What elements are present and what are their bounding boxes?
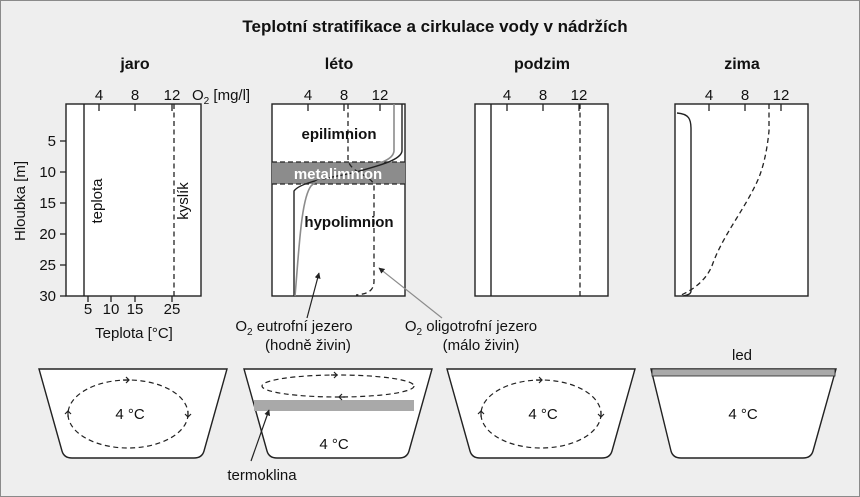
winter-temperature-curve: [676, 112, 692, 297]
summer-lake-basin: [243, 368, 433, 459]
season-summer: léto: [325, 56, 354, 73]
thermocline-band: [254, 400, 414, 411]
winter-lake-basin: [650, 368, 837, 459]
eutrophic-arrow: [306, 272, 321, 319]
ice-layer: [651, 368, 836, 377]
summer-lake-temp: 4 °C: [319, 436, 349, 453]
spring-o2-tick-12: 12: [164, 87, 181, 104]
season-spring: jaro: [119, 56, 150, 73]
autumn-o2-tick-12: 12: [571, 87, 588, 104]
winter-o2-tick-12: 12: [773, 87, 790, 104]
winter-o2-tick-8: 8: [741, 87, 749, 104]
depth-tick-10: 10: [39, 164, 56, 181]
autumn-lake-temp: 4 °C: [528, 406, 558, 423]
summer-epilimnion-circulation: [261, 374, 415, 398]
diagram-title: Teplotní stratifikace a cirkulace vody v…: [242, 17, 627, 36]
spring-plot-area: [65, 103, 202, 297]
winter-o2-tick-4: 4: [705, 87, 713, 104]
depth-tick-20: 20: [39, 226, 56, 243]
temp-tick-5: 5: [84, 301, 92, 318]
summer-o2-eutrophic-curve: [294, 104, 395, 297]
label-termoklina: termoklina: [227, 467, 297, 484]
winter-lake-temp: 4 °C: [728, 406, 758, 423]
summer-lake: 4 °C termoklina: [227, 368, 433, 484]
thermocline-arrow: [250, 409, 271, 462]
depth-tick-15: 15: [39, 195, 56, 212]
autumn-o2-tick-4: 4: [503, 87, 511, 104]
label-hypolimnion: hypolimnion: [304, 214, 393, 231]
spring-o2-tick-8: 8: [131, 87, 139, 104]
depth-tick-5: 5: [48, 133, 56, 150]
oligotrophic-label-line1: O2 oligotrofní jezero: [405, 318, 537, 338]
summer-panel: 4 8 12 epilimnion metalimnion hypolimnio…: [271, 87, 406, 297]
o2-axis-label: O2 [mg/l]: [192, 87, 250, 107]
spring-lake: 4 °C: [38, 368, 228, 459]
temp-tick-15: 15: [127, 301, 144, 318]
eutrophic-label-line1: O2 eutrofní jezero: [235, 318, 352, 338]
winter-plot-area: [674, 103, 809, 297]
oligotrophic-arrow: [378, 267, 443, 319]
depth-tick-30: 30: [39, 288, 56, 305]
season-autumn: podzim: [514, 56, 570, 73]
autumn-plot-area: [474, 103, 609, 297]
summer-temperature-curve: [293, 104, 403, 296]
spring-lake-basin: [38, 368, 228, 459]
autumn-lake: 4 °C: [446, 368, 636, 459]
eutrophic-label-line2: (hodně živin): [265, 337, 351, 354]
spring-panel: 4 8 12 O2 [mg/l] 5 10 15 20 25 30 Hloubk…: [12, 87, 250, 342]
summer-o2-tick-8: 8: [340, 87, 348, 104]
summer-o2-tick-12: 12: [372, 87, 389, 104]
label-kyslik: kyslík: [175, 182, 192, 220]
label-metalimnion: metalimnion: [294, 166, 382, 183]
season-winter: zima: [724, 56, 760, 73]
summer-o2-oligotrophic-curve: [347, 104, 375, 296]
depth-axis-label: Hloubka [m]: [12, 161, 29, 241]
winter-panel: 4 8 12: [674, 87, 809, 297]
temp-tick-10: 10: [103, 301, 120, 318]
winter-oxygen-curve: [678, 104, 770, 297]
label-epilimnion: epilimnion: [302, 126, 377, 143]
temp-axis-label: Teplota [°C]: [95, 325, 173, 342]
temp-tick-25: 25: [164, 301, 181, 318]
oligotrophic-label-line2: (málo živin): [443, 337, 520, 354]
spring-o2-tick-4: 4: [95, 87, 103, 104]
summer-annotations: O2 eutrofní jezero (hodně živin) O2 olig…: [235, 267, 537, 354]
autumn-o2-tick-8: 8: [539, 87, 547, 104]
depth-tick-25: 25: [39, 257, 56, 274]
summer-o2-tick-4: 4: [304, 87, 312, 104]
winter-lake: led 4 °C: [650, 347, 837, 459]
label-led: led: [732, 347, 752, 364]
autumn-panel: 4 8 12: [474, 87, 609, 297]
label-teplota: teplota: [89, 178, 106, 224]
spring-lake-temp: 4 °C: [115, 406, 145, 423]
